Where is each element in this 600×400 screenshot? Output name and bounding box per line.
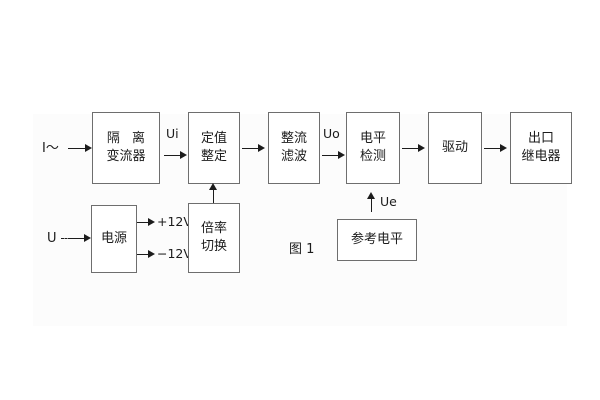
block-multiplier-switch-line2: 切换	[200, 239, 227, 254]
connector-voltage-lead-dash	[61, 238, 71, 239]
voltage-input-label: U	[47, 231, 57, 246]
block-multiplier-switch-line1: 倍率	[200, 221, 227, 237]
block-multiplier-switch[interactable]: 倍率 切换	[188, 203, 240, 273]
block-rectify-filter-line1: 整流	[280, 131, 307, 147]
block-isolation-transformer-line2: 变流器	[106, 149, 146, 164]
block-reference-level-line1: 参考电平	[350, 232, 403, 248]
block-rectify-filter[interactable]: 整流 滤波	[268, 112, 320, 184]
block-drive-line1: 驱动	[441, 140, 468, 156]
arrowhead-level-to-drive	[418, 144, 425, 152]
connector-voltage-to-power	[70, 238, 87, 239]
arrowhead-power-positive-rail	[148, 218, 155, 226]
block-level-detect-line2: 检测	[359, 149, 386, 164]
block-setpoint-adjust[interactable]: 定值 整定	[188, 112, 240, 184]
block-level-detect-line1: 电平	[359, 131, 386, 147]
connector-power-negative-rail	[137, 254, 151, 255]
connector-rectify-to-level	[322, 155, 342, 156]
arrowhead-multiplier-to-setpoint	[209, 183, 217, 190]
rail-positive-label: +12V	[157, 214, 192, 229]
rail-negative-label: −12V	[157, 246, 192, 261]
connector-power-positive-rail	[137, 222, 151, 223]
block-rectify-filter-line2: 滤波	[280, 149, 307, 164]
arrowhead-power-negative-rail	[148, 250, 155, 258]
block-output-relay-line2: 继电器	[521, 149, 561, 164]
arrowhead-reference-to-level	[367, 192, 375, 199]
connector-multiplier-to-setpoint	[213, 186, 214, 203]
connector-isolation-to-setpoint	[164, 155, 184, 156]
block-reference-level[interactable]: 参考电平	[337, 219, 417, 261]
signal-ue-label: Ue	[380, 194, 397, 209]
block-output-relay-line1: 出口	[527, 131, 554, 147]
connector-reference-to-level	[371, 196, 372, 212]
arrowhead-current-to-isolation	[85, 144, 92, 152]
connector-current-to-isolation	[68, 148, 89, 149]
figure-caption: 图 1	[289, 242, 315, 257]
signal-uo-label: Uo	[323, 126, 340, 141]
arrowhead-isolation-to-setpoint	[180, 151, 187, 159]
block-level-detect[interactable]: 电平 检测	[346, 112, 400, 184]
block-setpoint-adjust-line1: 定值	[200, 131, 227, 147]
arrowhead-voltage-to-power	[84, 234, 91, 242]
arrowhead-setpoint-to-rectify	[258, 144, 265, 152]
block-isolation-transformer-line1: 隔 离	[106, 131, 150, 147]
block-output-relay[interactable]: 出口 继电器	[510, 112, 572, 184]
block-isolation-transformer[interactable]: 隔 离 变流器	[92, 112, 160, 184]
connector-drive-to-relay	[484, 148, 504, 149]
connector-setpoint-to-rectify	[242, 148, 262, 149]
current-input-label: I～	[42, 141, 59, 156]
arrowhead-drive-to-relay	[500, 144, 507, 152]
arrowhead-rectify-to-level	[338, 151, 345, 159]
connector-level-to-drive	[402, 148, 422, 149]
block-power-supply[interactable]: 电源	[91, 205, 137, 273]
block-power-supply-line1: 电源	[100, 231, 127, 247]
block-drive[interactable]: 驱动	[428, 112, 482, 184]
signal-ui-label: Ui	[166, 126, 179, 141]
block-setpoint-adjust-line2: 整定	[200, 149, 227, 164]
